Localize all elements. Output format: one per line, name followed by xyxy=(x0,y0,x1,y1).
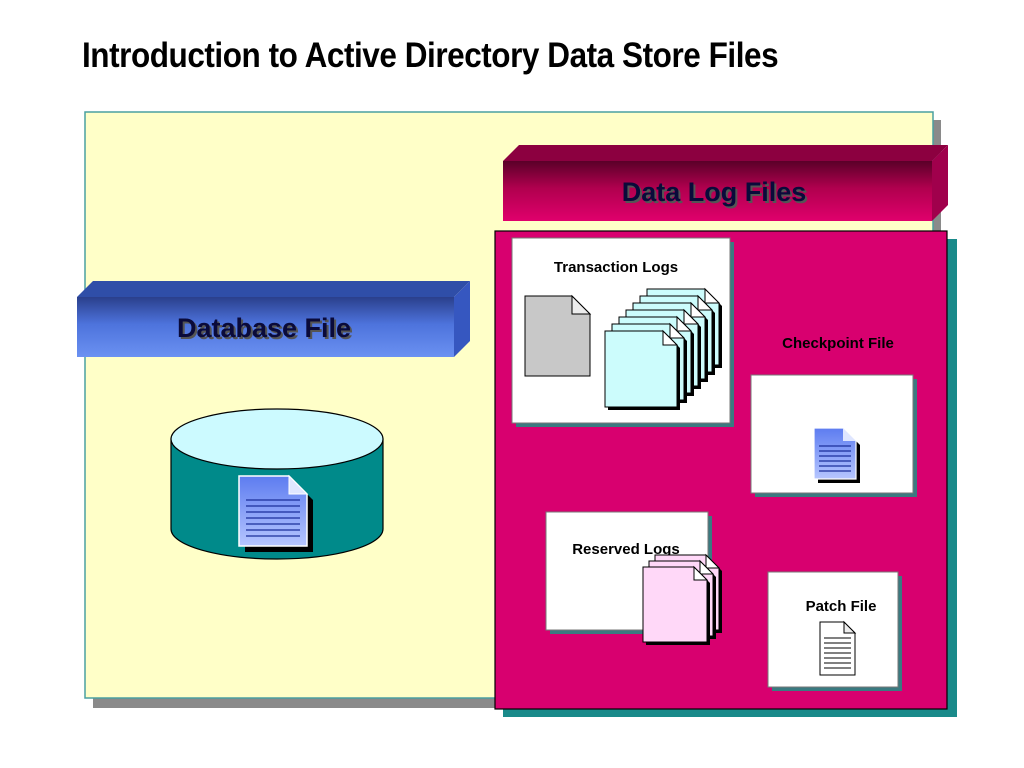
database-banner-label: Database File xyxy=(177,313,351,343)
checkpoint-file-label: Checkpoint File xyxy=(782,335,894,352)
patch-file-label: Patch File xyxy=(806,598,877,615)
database-document-icon xyxy=(238,474,313,552)
log-banner-label: Data Log Files xyxy=(622,177,807,207)
data-log-files-banner: Data Log Files Data Log Files xyxy=(503,145,948,221)
gray-document-icon xyxy=(524,294,592,377)
transaction-log-stack-icon xyxy=(604,287,722,410)
database-banner-shadow: Database File xyxy=(179,315,353,345)
reserved-logs-label: Reserved Logs xyxy=(572,541,680,558)
reserved-log-stack-icon xyxy=(642,553,722,645)
transaction-logs-label: Transaction Logs xyxy=(554,259,678,276)
patch-document-icon xyxy=(819,620,857,676)
log-banner-shadow: Data Log Files xyxy=(624,179,809,209)
checkpoint-document-icon xyxy=(813,427,860,483)
database-file-banner: Database File Database File xyxy=(77,281,470,357)
slide-title: Introduction to Active Directory Data St… xyxy=(82,36,779,75)
